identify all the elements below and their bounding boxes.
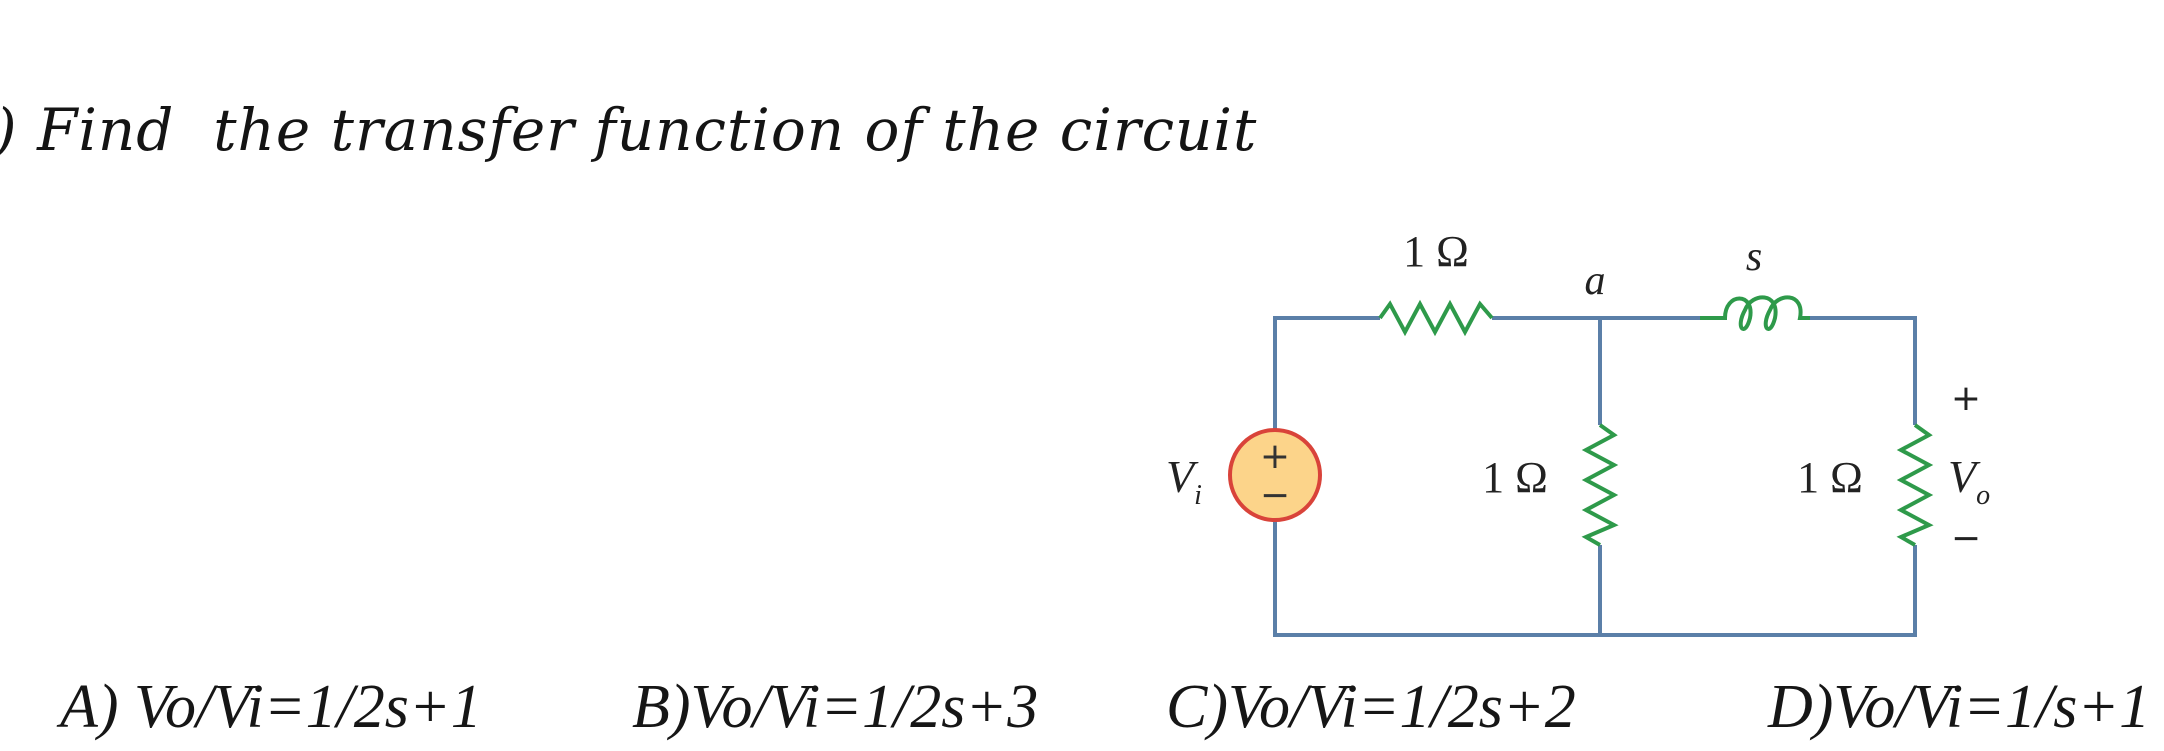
wire-left-top — [1273, 316, 1380, 440]
output-label: Vo — [1948, 451, 1990, 511]
resistor-shunt-label: 1 Ω — [1482, 453, 1548, 502]
inductor-symbol — [1700, 295, 1810, 332]
output-label-main: V — [1948, 451, 1981, 502]
resistor-series-symbol — [1378, 299, 1494, 337]
wire-left-bottom — [1273, 510, 1917, 637]
wire-top-right — [1810, 316, 1917, 425]
resistor-load-symbol — [1896, 423, 1934, 547]
source-label: Vi — [1166, 451, 1202, 511]
circuit-diagram: + − 1 Ω a s 1 Ω 1 Ω Vi + Vo − — [1166, 227, 1990, 637]
option-a[interactable]: A) Vo/Vi=1/2s+1 — [60, 673, 482, 741]
voltage-source-symbol — [1228, 428, 1322, 522]
source-minus-sign: − — [1260, 475, 1290, 516]
resistor-series-label: 1 Ω — [1403, 227, 1469, 276]
source-plus-sign: + — [1260, 436, 1290, 477]
output-minus-sign: − — [1951, 518, 1981, 559]
option-b[interactable]: B)Vo/Vi=1/2s+3 — [632, 673, 1039, 741]
output-label-subscript: o — [1976, 480, 1990, 511]
resistor-shunt-symbol — [1581, 423, 1619, 547]
circuit-wires — [1273, 316, 1917, 637]
question-text: ) Find the transfer function of the circ… — [0, 96, 1257, 164]
output-plus-sign: + — [1951, 378, 1981, 419]
option-d[interactable]: D)Vo/Vi=1/s+1 — [1768, 673, 2151, 741]
node-a-label: a — [1585, 258, 1606, 304]
option-c[interactable]: C)Vo/Vi=1/2s+2 — [1166, 673, 1576, 741]
resistor-load-label: 1 Ω — [1797, 453, 1863, 502]
source-label-subscript: i — [1194, 480, 1202, 511]
question-body: Find the transfer function of the circui… — [37, 96, 1258, 164]
inductor-label: s — [1746, 234, 1762, 280]
source-label-main: V — [1166, 451, 1199, 502]
question-number-fragment: ) — [0, 96, 18, 164]
